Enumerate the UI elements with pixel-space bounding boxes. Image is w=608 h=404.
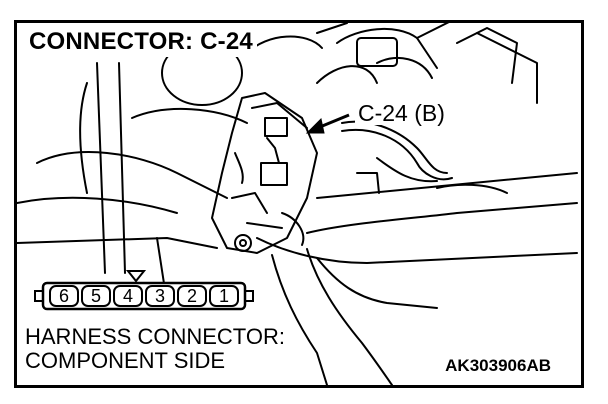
- connector-callout-label: C-24 (B): [355, 101, 448, 125]
- pin-number-label: 1: [219, 286, 229, 306]
- diagram-frame: 6 5 4 3 2 1 CONNECTOR: C-24 C-24 (B) HARNESS …: [14, 20, 584, 388]
- caption-line-2: COMPONENT SIDE: [25, 348, 226, 373]
- pin-number-label: 6: [59, 286, 69, 306]
- pin-cell: [81, 285, 111, 307]
- harness-connector-diagram: 6 5 4 3 2 1: [34, 270, 254, 311]
- harness-connector-caption: HARNESS CONNECTOR: COMPONENT SIDE: [25, 325, 289, 373]
- pin-cell: [145, 285, 175, 307]
- pin-cell: [113, 285, 143, 307]
- pin-cell: [177, 285, 207, 307]
- pin-marker-triangle: [125, 270, 147, 283]
- pin-number-label: 2: [187, 286, 197, 306]
- connector-title: CONNECTOR: C-24: [27, 29, 257, 57]
- figure-code: AK303906AB: [443, 355, 553, 377]
- pin-number-label: 3: [155, 286, 165, 306]
- pin-number-label: 4: [123, 286, 133, 306]
- pin-cell: [49, 285, 79, 307]
- engine-bay-illustration: 6 5 4 3 2 1: [17, 23, 578, 385]
- caption-line-1: HARNESS CONNECTOR:: [25, 324, 285, 349]
- pin-number-label: 5: [91, 286, 101, 306]
- pin-cell: [209, 285, 239, 307]
